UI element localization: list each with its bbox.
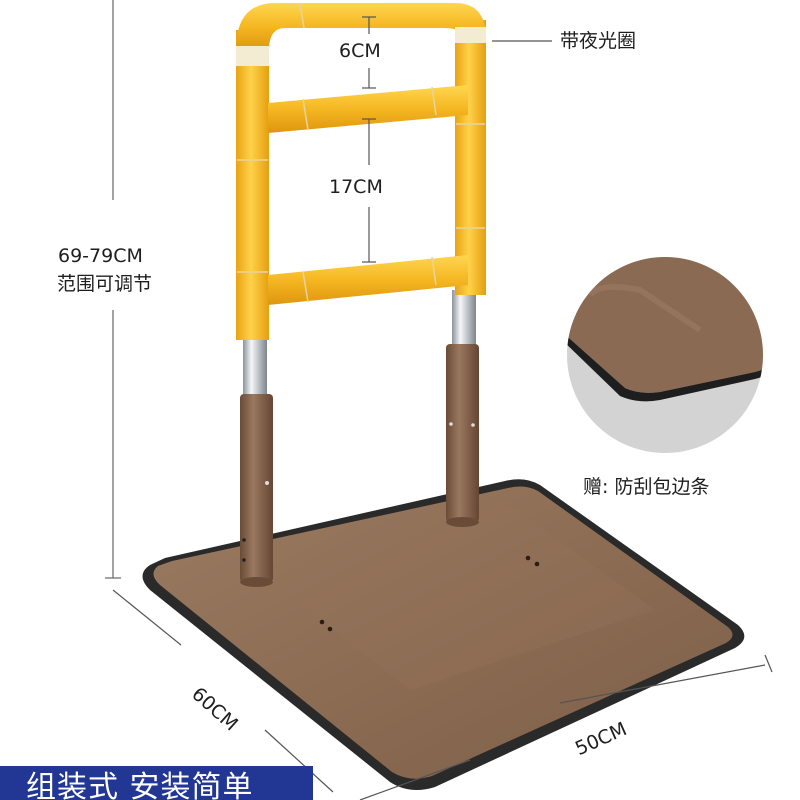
- grab-frame: [236, 3, 486, 340]
- left-leg: [240, 335, 273, 587]
- gift-edge-strip-label: 赠: 防刮包边条: [583, 476, 710, 498]
- assembly-banner: 组装式 安装简单: [0, 766, 313, 800]
- banner-text: 组装式 安装简单: [26, 770, 254, 800]
- right-leg: [446, 290, 479, 527]
- middle-gap-label: 17CM: [329, 176, 383, 198]
- height-range-label: 69-79CM: [58, 245, 143, 267]
- edge-strip-detail-inset: [567, 257, 763, 453]
- top-gap-label: 6CM: [339, 40, 381, 62]
- gap-dimension-lines: [362, 16, 376, 263]
- base-dimension-lines: [112, 589, 773, 800]
- base-plate: [142, 479, 745, 791]
- glow-ring-label: 带夜光圈: [560, 30, 637, 52]
- height-dimension-line: [105, 0, 121, 579]
- height-adjustable-note: 范围可调节: [57, 273, 153, 295]
